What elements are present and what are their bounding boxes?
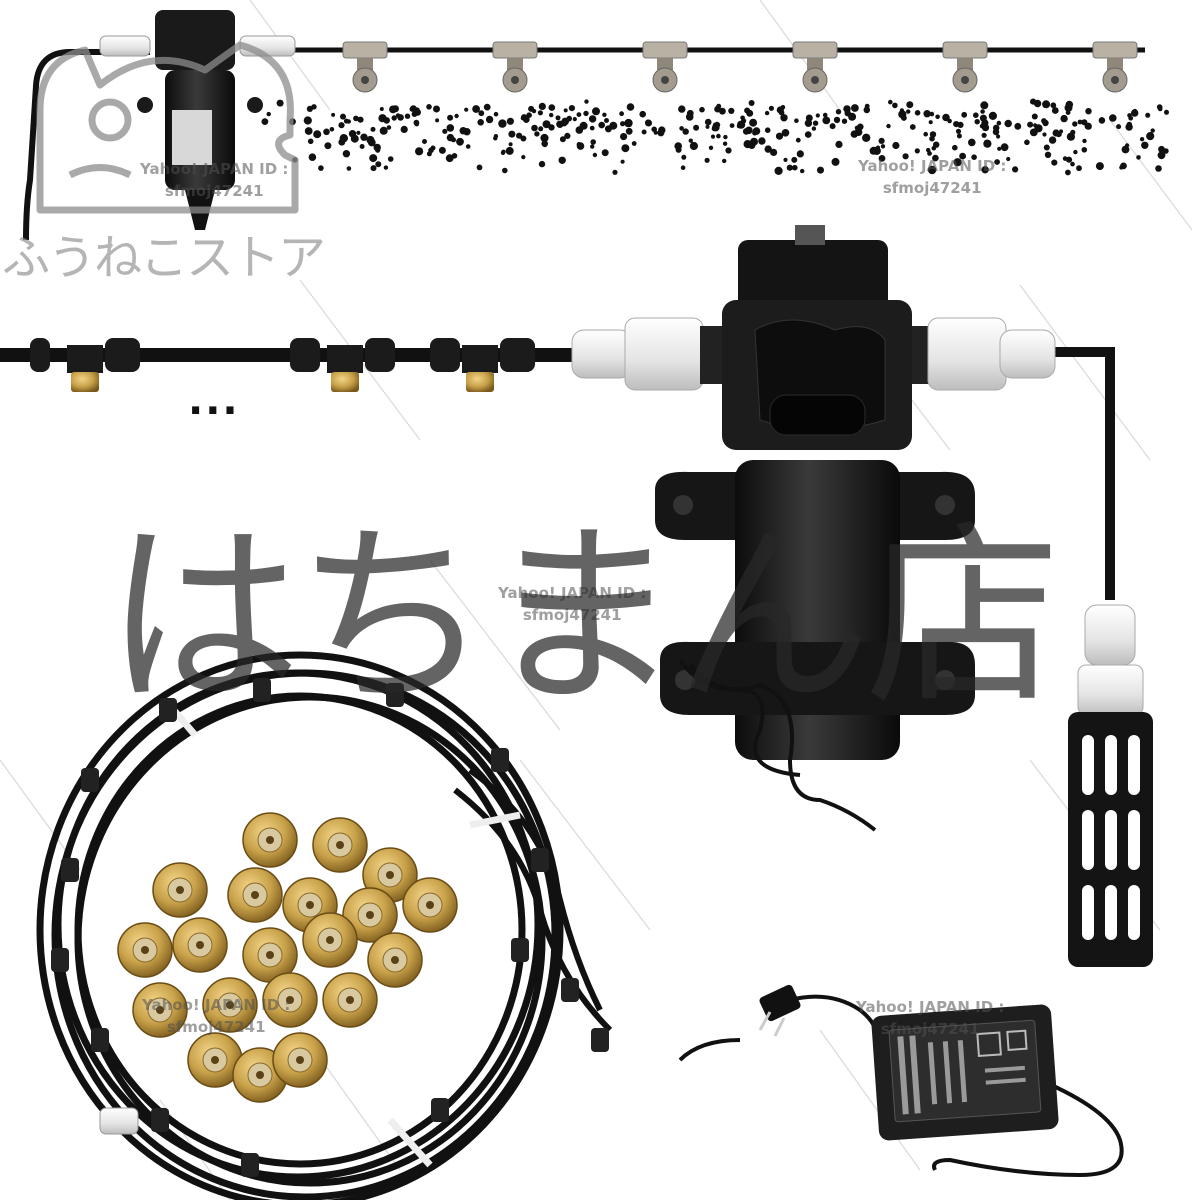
watermark-id: Yahoo! JAPAN ID :sfmoj47241: [140, 160, 289, 200]
tee-nozzle: [67, 345, 103, 392]
watermark-id: Yahoo! JAPAN ID :sfmoj47241: [142, 996, 291, 1036]
mist-nozzle: [342, 41, 388, 93]
tee-nozzle: [462, 345, 498, 392]
mist-spray-dots: [261, 98, 1169, 176]
mist-nozzle: [942, 41, 988, 93]
more-nozzles-ellipsis: ...: [188, 378, 240, 424]
diaphragm-pump: [571, 225, 1115, 760]
shop-name-watermark: ふうねこストア: [2, 230, 326, 286]
watermark-id: Yahoo! JAPAN ID :sfmoj47241: [858, 157, 1007, 197]
brass-nozzle: [272, 1032, 328, 1088]
power-adapter: [678, 658, 1124, 1178]
small-pump: [99, 10, 296, 230]
coil-connectors: [51, 678, 609, 1177]
brass-nozzle: [367, 932, 423, 988]
mist-nozzle: [792, 41, 838, 93]
brass-nozzle: [312, 817, 368, 873]
intake-filter: [1068, 604, 1153, 967]
brass-nozzle: [117, 922, 173, 978]
inlet-fitting: [571, 317, 730, 391]
brass-nozzle: [342, 887, 398, 943]
brass-nozzle: [322, 972, 378, 1028]
mist-line-top: [23, 10, 1169, 241]
watermark-id: Yahoo! JAPAN ID :sfmoj47241: [856, 998, 1005, 1038]
brass-nozzle: [402, 877, 458, 933]
brass-nozzle: [227, 867, 283, 923]
brass-nozzle: [202, 977, 258, 1033]
mist-nozzle: [1092, 41, 1138, 93]
tee-nozzle: [327, 345, 363, 392]
brass-nozzle: [302, 912, 358, 968]
brass-nozzle: [132, 982, 188, 1038]
store-overlay-watermark: はちまん店: [105, 504, 1061, 732]
mist-nozzle: [642, 41, 688, 93]
mist-nozzles-top: [342, 41, 1138, 93]
outlet-fitting: [900, 317, 1056, 391]
brass-nozzle: [242, 927, 298, 983]
brass-nozzle: [262, 972, 318, 1028]
brass-nozzle: [172, 917, 228, 973]
brass-nozzle: [152, 862, 208, 918]
mist-nozzle: [492, 41, 538, 93]
mist-tubing-middle: [0, 338, 590, 392]
brass-nozzle: [242, 812, 298, 868]
cat-head-outline-icon: [36, 41, 299, 214]
coil-end-fitting: [99, 1107, 139, 1135]
brass-nozzles: [117, 812, 458, 1103]
watermark-id: Yahoo! JAPAN ID :sfmoj47241: [498, 584, 647, 624]
